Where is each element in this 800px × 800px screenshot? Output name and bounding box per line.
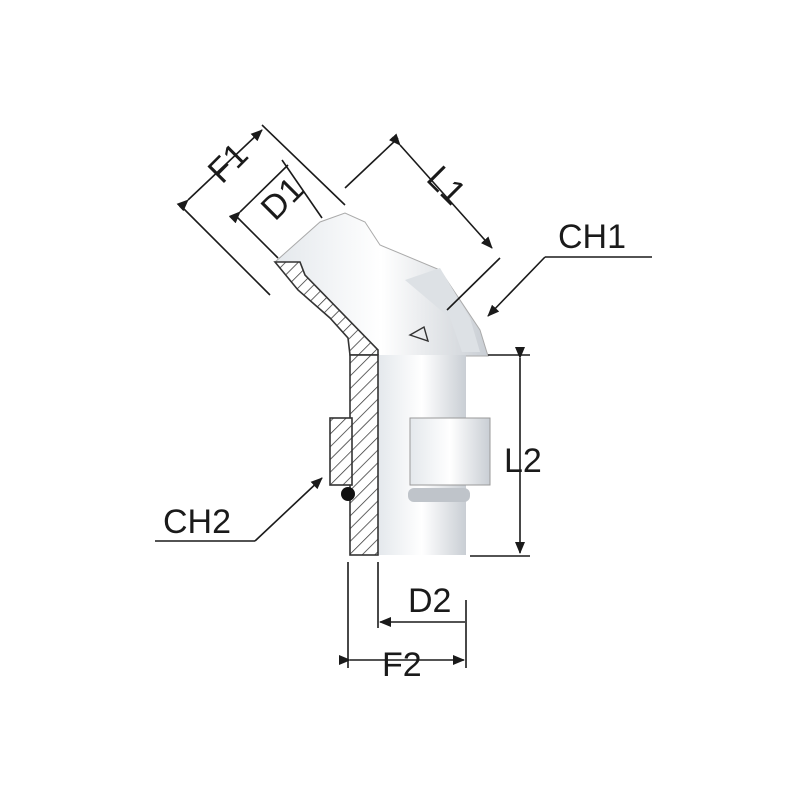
- svg-text:CH2: CH2: [163, 503, 231, 541]
- locknut: [409, 417, 491, 486]
- svg-text:L1: L1: [419, 159, 473, 213]
- svg-text:CH1: CH1: [558, 218, 626, 256]
- brand-logo-icon: [408, 325, 430, 343]
- o-ring: [341, 487, 355, 501]
- svg-text:L2: L2: [504, 442, 542, 480]
- locknut-section: [329, 417, 353, 486]
- lower-body: [329, 354, 491, 556]
- dimension-l2: L2: [470, 347, 542, 557]
- svg-text:F2: F2: [382, 646, 422, 684]
- leader-ch1: CH1: [487, 218, 652, 317]
- leader-ch2: CH2: [155, 477, 323, 542]
- svg-text:D1: D1: [254, 170, 312, 228]
- dimension-f2: F2: [339, 562, 467, 684]
- upper-arm: [273, 212, 489, 357]
- dimension-d2: D2: [377, 562, 465, 628]
- svg-text:D2: D2: [408, 582, 451, 620]
